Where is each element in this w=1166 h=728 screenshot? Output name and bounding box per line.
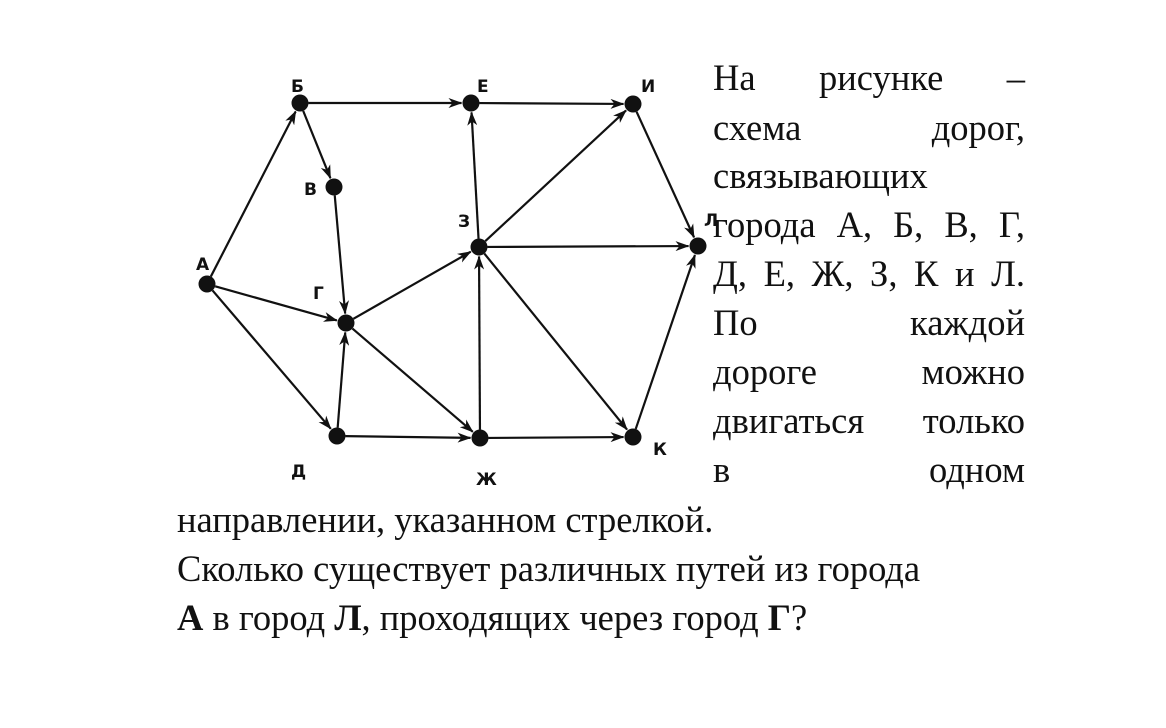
node-label-E: Е bbox=[477, 77, 489, 97]
question-fragment-1: в город bbox=[203, 597, 335, 638]
node-G bbox=[337, 314, 355, 332]
edge-K-L bbox=[634, 254, 696, 430]
node-label-B: Б bbox=[291, 77, 304, 97]
node-V bbox=[325, 178, 343, 196]
node-label-K: К bbox=[653, 440, 667, 460]
node-Z bbox=[470, 238, 488, 256]
edge-Z-K bbox=[483, 252, 628, 431]
edge-A-B bbox=[209, 110, 297, 277]
node-label-Z: З bbox=[458, 212, 470, 232]
question-line-1: Сколько существует различных путей из го… bbox=[177, 548, 921, 589]
edge-G-Z bbox=[352, 250, 472, 320]
node-Zh bbox=[471, 429, 489, 447]
text-line-4: города А, Б, В, Г, bbox=[713, 204, 1025, 245]
edge-Z-L bbox=[487, 241, 690, 252]
text-line-7: дороге можно bbox=[713, 351, 1025, 392]
node-label-G: Г bbox=[313, 284, 324, 304]
edge-Zh-K bbox=[488, 432, 625, 443]
question-mark: ? bbox=[791, 597, 808, 638]
text-line-2: схема дорог, bbox=[713, 107, 1025, 148]
node-label-Zh: Ж bbox=[476, 470, 497, 490]
node-label-A: А bbox=[196, 255, 210, 275]
edge-V-G bbox=[333, 195, 350, 315]
edge-Z-I bbox=[484, 109, 627, 243]
city-a-bold: А bbox=[177, 597, 204, 638]
text-line-3: связывающих bbox=[713, 155, 928, 196]
node-label-I: И bbox=[641, 77, 655, 97]
node-I bbox=[624, 95, 642, 113]
edge-D-G bbox=[336, 331, 350, 428]
edge-B-V bbox=[302, 110, 332, 180]
edge-E-I bbox=[479, 98, 625, 109]
node-D bbox=[328, 427, 346, 445]
node-E bbox=[462, 94, 480, 112]
edge-D-Zh bbox=[345, 432, 472, 443]
city-g-bold: Г bbox=[767, 597, 792, 638]
node-label-D: Д bbox=[291, 462, 306, 482]
edge-A-D bbox=[211, 289, 332, 430]
node-B bbox=[291, 94, 309, 112]
city-l-bold: Л bbox=[334, 597, 362, 638]
text-line-8: двигаться только bbox=[713, 400, 1025, 441]
edge-I-L bbox=[635, 111, 696, 239]
text-line-5: Д, Е, Ж, З, К и Л. bbox=[713, 253, 1025, 294]
node-label-V: В bbox=[304, 180, 317, 200]
edge-A-G bbox=[214, 285, 338, 322]
node-A bbox=[198, 275, 216, 293]
node-label-L: Л bbox=[704, 211, 718, 231]
question-line-2: А в город Л, проходящих через город Г? bbox=[177, 594, 807, 642]
question-fragment-2: , проходящих через город bbox=[361, 597, 768, 638]
text-line-6: По каждой bbox=[713, 302, 1025, 343]
edge-Z-E bbox=[467, 111, 480, 239]
text-line-10: направлении, указанном стрелкой. bbox=[177, 499, 714, 540]
text-line-1: На рисунке – bbox=[713, 57, 1025, 98]
edge-Zh-Z bbox=[474, 255, 485, 430]
edge-G-Zh bbox=[351, 327, 474, 433]
node-L bbox=[689, 237, 707, 255]
node-K bbox=[624, 428, 642, 446]
text-line-9: в одном bbox=[713, 449, 1025, 490]
